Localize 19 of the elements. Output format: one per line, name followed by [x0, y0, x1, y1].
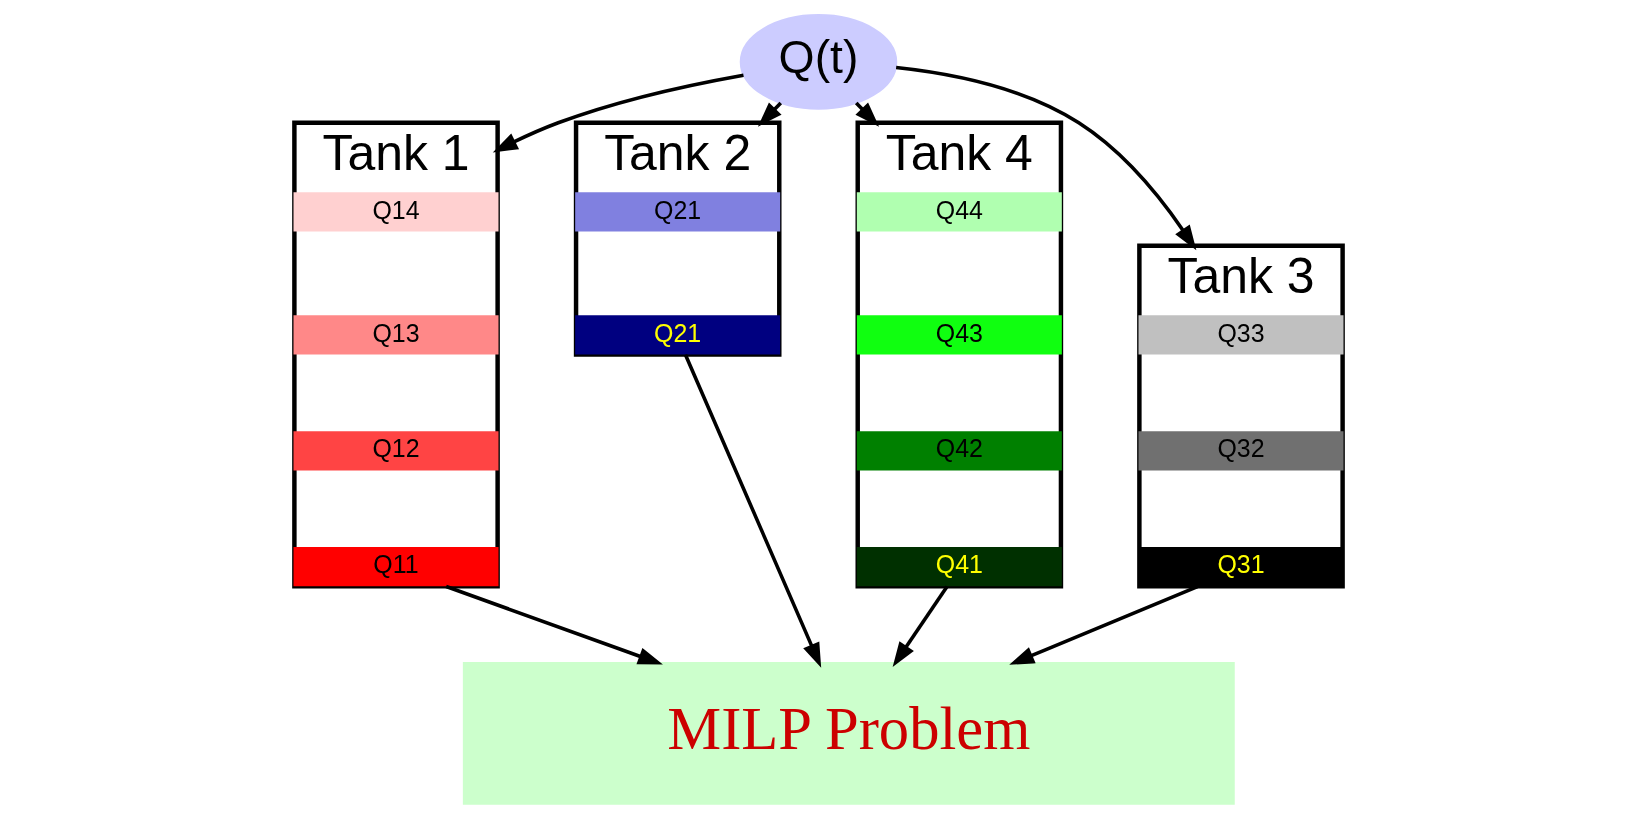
node-box: Q13: [293, 315, 498, 355]
arrow: [492, 73, 744, 153]
arrow: [892, 585, 949, 667]
node-box: MILP Problem: [462, 662, 1235, 805]
node-box: Q31: [1138, 547, 1343, 587]
node-box: Q33: [1138, 315, 1343, 355]
node-box: Q41: [856, 547, 1062, 587]
arrow: [683, 354, 821, 668]
node-box: Q11: [293, 547, 498, 587]
arrow: [895, 65, 1196, 251]
node-box: Q43: [856, 315, 1062, 355]
node-box: Q12: [293, 431, 498, 471]
node-box: Q32: [1138, 431, 1343, 471]
node-box: Q14: [293, 192, 498, 232]
node-box: Q21: [574, 315, 780, 355]
node-box: Q42: [856, 431, 1062, 471]
arrow: [445, 584, 663, 665]
node-box: Q21: [574, 192, 780, 232]
node-box: Q44: [856, 192, 1062, 232]
